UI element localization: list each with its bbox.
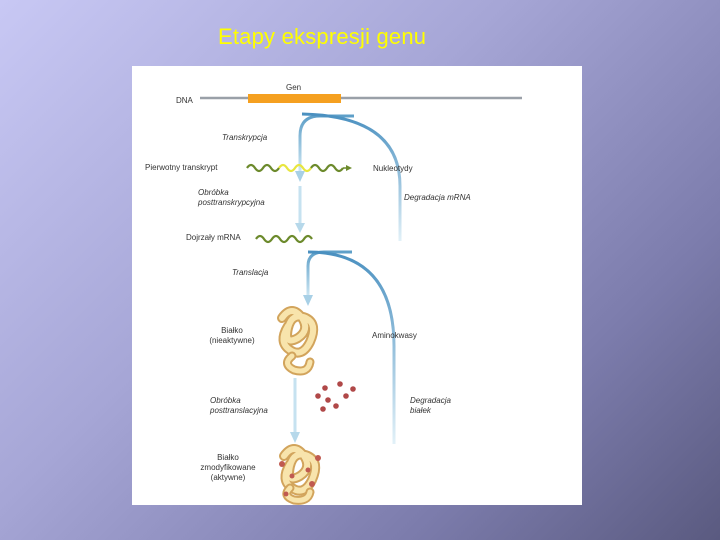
protein-degradation-line-1: Degradacja [410,396,451,405]
amino-acid-dots [315,381,356,412]
slide-title: Etapy ekspresji genu [218,24,427,49]
inactive-protein-line-2: (nieaktywne) [209,336,255,345]
active-protein [279,444,321,505]
post-translational-line-2: posttranslacyjna [210,406,268,415]
transcription-label: Transkrypcja [222,133,268,142]
post-transcriptional-label: Obróbka posttranskrypcyjna [198,188,265,208]
gene-label: Gen [286,83,302,92]
protein-degradation-label: Degradacja białek [410,396,451,416]
mature-mrna-wave [255,234,313,244]
gene-bar [248,94,341,103]
inactive-protein-label: Białko (nieaktywne) [202,326,262,346]
transcription-arrow [295,114,354,182]
primary-transcript-label: Pierwotny transkrypt [145,163,218,172]
post-translational-line-1: Obróbka [210,396,241,405]
protein-degradation-arrow [307,250,396,444]
active-protein-line-3: (aktywne) [210,473,246,482]
translation-label: Translacja [232,268,269,277]
processing-arrow [295,186,305,233]
active-protein-line-1: Białko [217,453,239,462]
diagram-graphics [200,94,522,505]
mrna-degradation-label: Degradacja mRNA [404,193,471,202]
gene-expression-diagram: Gen DNA Transkrypcja Pierwotny transkryp… [132,66,582,505]
nucleotides-label: Nukleotydy [373,164,413,173]
inactive-protein-line-1: Białko [221,326,243,335]
post-translational-label: Obróbka posttranslacyjna [210,396,268,416]
post-transcriptional-line-2: posttranskrypcyjna [198,198,265,207]
mature-mrna-label: Dojrzały mRNA [186,233,241,242]
dna-label: DNA [176,96,193,105]
active-protein-label: Białko zmodyfikowane (aktywne) [188,453,268,483]
post-translational-arrow [290,378,300,443]
amino-acids-label: Aminokwasy [372,331,417,340]
inactive-protein [277,306,319,376]
translation-arrow [303,250,352,306]
primary-transcript-wave [246,163,352,173]
protein-degradation-line-2: białek [410,406,431,415]
mrna-degradation-arrow [301,112,402,241]
dna-strand [200,94,522,103]
active-protein-line-2: zmodyfikowane [200,463,256,472]
post-transcriptional-line-1: Obróbka [198,188,229,197]
